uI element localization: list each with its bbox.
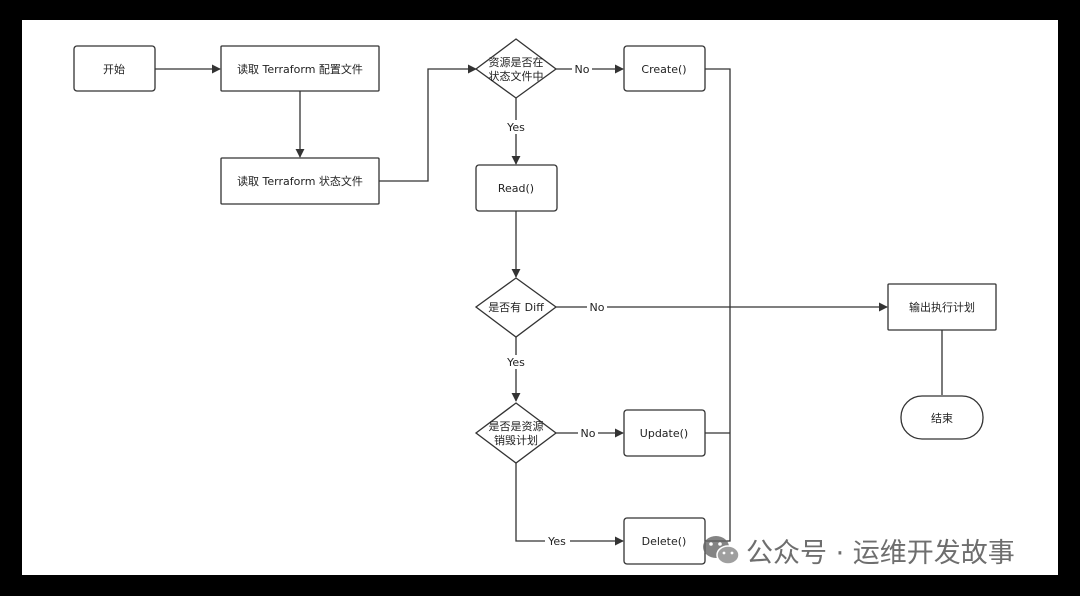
node-is-destroy-line1: 是否是资源	[489, 419, 544, 433]
node-in-state-decision: 资源是否在 状态文件中	[474, 38, 558, 99]
node-create: Create()	[623, 45, 706, 92]
node-read-state: 读取 Terraform 状态文件	[220, 157, 380, 205]
node-end: 结束	[900, 395, 984, 440]
node-has-diff-decision: 是否有 Diff	[474, 277, 558, 338]
edge-label-in-state-yes: Yes	[506, 121, 525, 134]
edge-label-destroy-yes: Yes	[547, 535, 566, 548]
node-output-plan: 输出执行计划	[887, 283, 997, 331]
node-is-destroy-line2: 销毁计划	[494, 433, 538, 447]
node-start-label: 开始	[103, 62, 125, 76]
watermark: 公众号 · 运维开发故事	[703, 536, 1015, 569]
node-in-state-line2: 状态文件中	[489, 69, 544, 83]
edge-label-in-state-no: No	[575, 63, 590, 76]
edge-labels: No Yes No Yes No Yes	[504, 62, 607, 548]
wechat-icon	[703, 536, 740, 565]
node-read-config: 读取 Terraform 配置文件	[220, 45, 380, 92]
node-has-diff-label: 是否有 Diff	[488, 300, 544, 314]
edge-label-diff-no: No	[590, 301, 605, 314]
node-read: Read()	[475, 164, 558, 212]
node-delete: Delete()	[623, 517, 706, 565]
node-start: 开始	[73, 45, 156, 92]
node-read-state-label: 读取 Terraform 状态文件	[237, 174, 363, 188]
node-is-destroy-decision: 是否是资源 销毁计划	[474, 402, 558, 464]
watermark-text: 公众号 · 运维开发故事	[746, 538, 1015, 569]
node-update-label: Update()	[640, 427, 688, 440]
edge-read-state-to-in-state	[379, 64, 477, 182]
edge-label-diff-yes: Yes	[506, 356, 525, 369]
node-in-state-line1: 资源是否在	[489, 55, 544, 69]
node-update: Update()	[623, 409, 706, 457]
edge-label-destroy-no: No	[581, 427, 596, 440]
node-create-label: Create()	[641, 63, 686, 76]
node-read-config-label: 读取 Terraform 配置文件	[237, 62, 363, 76]
node-delete-label: Delete()	[642, 535, 687, 548]
node-output-plan-label: 输出执行计划	[909, 300, 975, 314]
node-end-label: 结束	[931, 412, 953, 425]
node-read-label: Read()	[498, 182, 534, 195]
edge-destroy-yes-to-delete	[515, 463, 624, 546]
